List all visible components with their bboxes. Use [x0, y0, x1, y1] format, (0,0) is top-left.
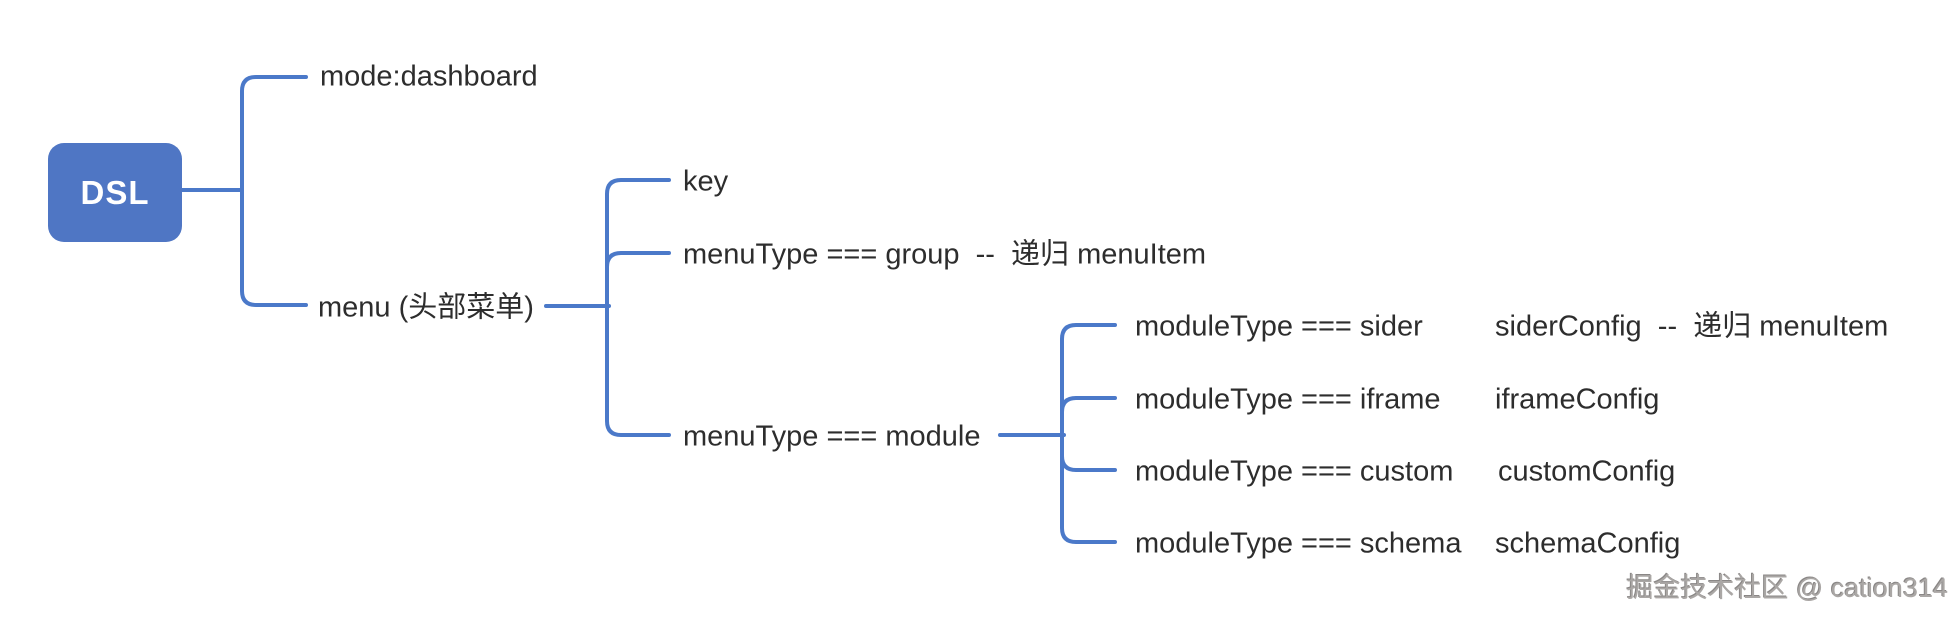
node-menutype-group: menuType === group -- 递归 menuItem	[683, 238, 1207, 271]
trunk3-sider-schema	[1060, 323, 1117, 544]
node-menutype-module: menuType === module	[683, 420, 981, 453]
trunk2-key-module	[605, 178, 671, 437]
watermark-text: 掘金技术社区 @ cation314	[1626, 573, 1948, 603]
root-node-dsl: DSL	[48, 143, 182, 242]
branch-custom	[1060, 454, 1117, 472]
node-key: key	[683, 165, 729, 198]
node-menu: menu (头部菜单)	[318, 291, 534, 324]
branch-group	[605, 251, 671, 269]
node-schema-config: schemaConfig	[1495, 527, 1681, 560]
node-moduletype-custom: moduleType === custom	[1135, 455, 1454, 488]
branch-iframe	[1060, 396, 1117, 414]
node-moduletype-iframe: moduleType === iframe	[1135, 383, 1441, 416]
node-sider-config: siderConfig -- 递归 menuItem	[1495, 310, 1889, 343]
trunk1-mode-menu	[240, 75, 308, 307]
node-moduletype-sider: moduleType === sider	[1135, 310, 1423, 343]
node-custom-config: customConfig	[1498, 455, 1676, 488]
node-mode-dashboard: mode:dashboard	[320, 60, 538, 93]
node-moduletype-schema: moduleType === schema	[1135, 527, 1462, 560]
node-iframe-config: iframeConfig	[1495, 383, 1660, 416]
